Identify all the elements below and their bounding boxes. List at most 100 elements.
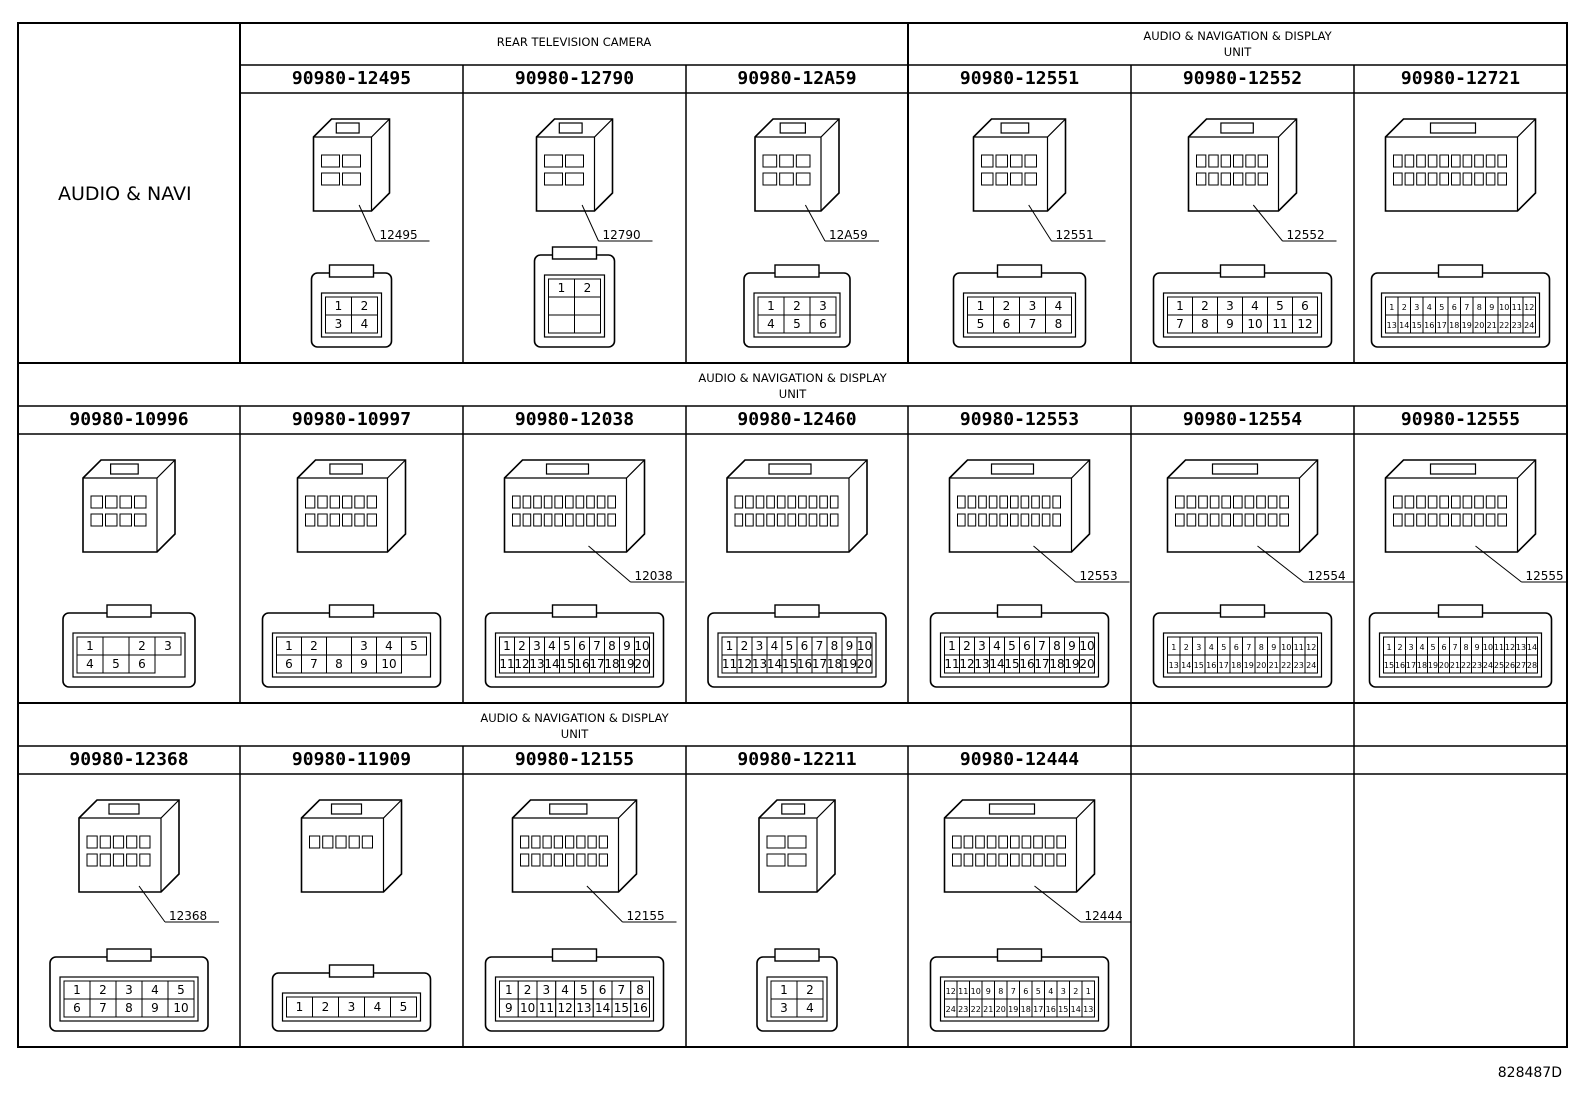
pin-number: 17 <box>589 657 604 671</box>
pin-number: 16 <box>1046 1005 1056 1014</box>
pin-number: 14 <box>595 1001 610 1015</box>
pin-number: 11 <box>1294 643 1304 652</box>
pin-number: 1 <box>767 299 775 313</box>
pin-cell <box>809 314 837 334</box>
pin-number: 3 <box>348 1000 356 1014</box>
pin-number: 4 <box>1427 303 1432 312</box>
connector-tag: 12368 <box>169 909 207 923</box>
pin-number: 17 <box>1034 657 1049 671</box>
pin-number: 1 <box>726 639 734 653</box>
pin-number: 8 <box>1463 643 1468 652</box>
pin-cell <box>1081 998 1095 1018</box>
pin-number: 9 <box>1271 643 1276 652</box>
pin-number: 1 <box>73 983 81 997</box>
connector-housing-icon <box>943 799 1096 893</box>
pin-number: 5 <box>112 657 120 671</box>
pin-cell <box>856 654 873 674</box>
connector-tag: 12552 <box>1287 228 1325 242</box>
part-number: 90980-12444 <box>959 749 1080 770</box>
pin-cell <box>351 314 378 334</box>
group-header-audio-nav-3: AUDIO & NAVIGATION & DISPLAY UNIT <box>18 710 1131 742</box>
pin-number: 2 <box>1397 643 1402 652</box>
pin-number: 5 <box>786 639 794 653</box>
pin-number: 6 <box>801 639 809 653</box>
pin-number: 10 <box>381 657 396 671</box>
pin-number: 1 <box>1386 643 1391 652</box>
pin-number: 15 <box>559 657 574 671</box>
pin-number: 8 <box>1259 643 1264 652</box>
group-header-line: REAR TELEVISION CAMERA <box>496 35 652 49</box>
pin-number: 4 <box>374 1000 382 1014</box>
pin-number: 16 <box>632 1001 647 1015</box>
pin-number: 24 <box>1483 661 1493 670</box>
pin-number: 22 <box>1461 661 1471 670</box>
pin-number: 14 <box>1527 643 1537 652</box>
pin-number: 7 <box>816 639 824 653</box>
connector-housing-icon <box>511 799 638 893</box>
group-header-line: UNIT <box>778 387 807 401</box>
pin-number: 6 <box>1452 303 1457 312</box>
pin-number: 7 <box>618 983 626 997</box>
connector-tag: 12553 <box>1080 569 1118 583</box>
pin-number: 8 <box>1053 639 1061 653</box>
pin-number: 4 <box>806 1001 814 1015</box>
pin-number: 12 <box>1524 303 1534 312</box>
pin-number: 5 <box>977 317 985 331</box>
pin-number: 3 <box>1226 299 1234 313</box>
group-header-line: UNIT <box>1223 45 1252 59</box>
pin-number: 5 <box>400 1000 408 1014</box>
pin-number: 16 <box>1019 657 1034 671</box>
connector-tag: 12551 <box>1056 228 1094 242</box>
pin-number: 10 <box>520 1001 535 1015</box>
pin-number: 3 <box>125 983 133 997</box>
pin-number: 3 <box>335 317 343 331</box>
pin-number: 1 <box>296 1000 304 1014</box>
pin-number: 3 <box>1029 299 1037 313</box>
pin-number: 7 <box>1464 303 1469 312</box>
pin-number: 3 <box>756 639 764 653</box>
pin-number: 8 <box>335 657 343 671</box>
pin-number: 10 <box>971 987 981 996</box>
pin-number: 15 <box>1058 1005 1068 1014</box>
pin-number: 19 <box>1064 657 1079 671</box>
pin-number: 5 <box>410 639 418 653</box>
pin-number: 7 <box>1011 987 1016 996</box>
pin-number: 4 <box>1055 299 1063 313</box>
pin-number: 4 <box>151 983 159 997</box>
pin-number: 7 <box>1029 317 1037 331</box>
pin-cell <box>634 654 650 674</box>
connector-housing-icon <box>503 459 646 553</box>
pin-number: 15 <box>782 657 797 671</box>
pin-number: 12 <box>1306 643 1316 652</box>
pin-number: 16 <box>574 657 589 671</box>
pin-number: 21 <box>1487 321 1497 330</box>
pin-number: 11 <box>958 987 968 996</box>
pin-number: 5 <box>1430 643 1435 652</box>
group-header-audio-nav-2: AUDIO & NAVIGATION & DISPLAY UNIT <box>18 370 1567 402</box>
pin-number: 20 <box>996 1005 1006 1014</box>
pin-number: 7 <box>1038 639 1046 653</box>
connector-housing-icon <box>296 459 407 553</box>
pin-number: 9 <box>505 1001 513 1015</box>
pin-number: 19 <box>1008 1005 1018 1014</box>
pin-number: 6 <box>1023 639 1031 653</box>
pin-cell <box>401 636 427 656</box>
connector-housing-icon <box>1384 459 1537 553</box>
pin-number: 5 <box>1008 639 1016 653</box>
pin-number: 2 <box>1402 303 1407 312</box>
connector-housing-icon <box>535 118 614 212</box>
pin-number: 12 <box>1297 317 1312 331</box>
pin-cell <box>376 654 402 674</box>
